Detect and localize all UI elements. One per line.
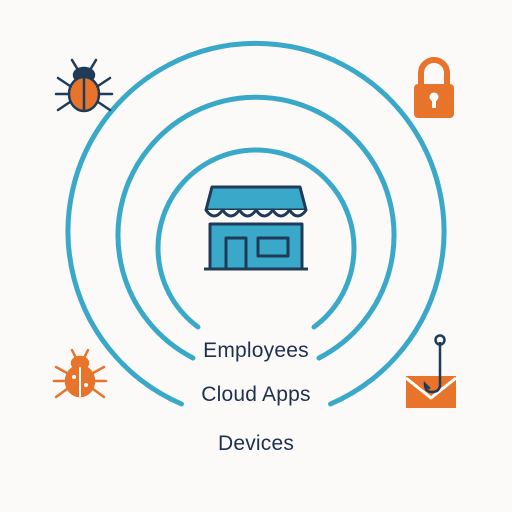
ring-inner bbox=[155, 147, 357, 330]
phishing-hook-icon bbox=[405, 334, 457, 408]
bug-icon bbox=[52, 348, 108, 399]
ring-middle bbox=[115, 94, 397, 361]
bug-icon bbox=[54, 58, 114, 113]
ring-outer bbox=[65, 40, 447, 407]
ring-label-employees: Employees bbox=[203, 339, 309, 362]
ring-label-devices: Devices bbox=[217, 432, 295, 455]
storefront-icon bbox=[204, 185, 308, 271]
ring-label-cloud-apps: Cloud Apps bbox=[201, 383, 311, 406]
lock-icon bbox=[414, 57, 454, 118]
